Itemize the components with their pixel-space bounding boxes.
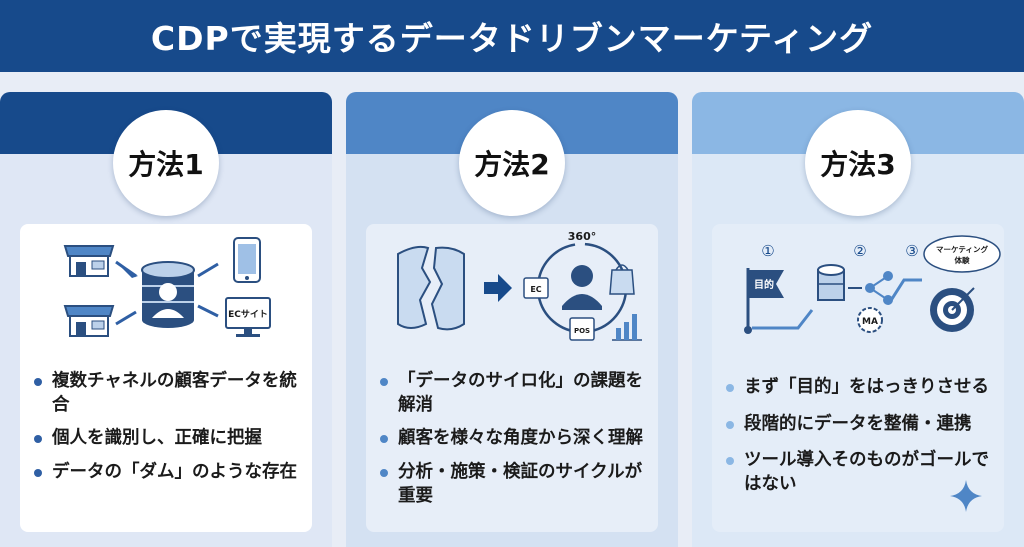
step-number: ①	[761, 242, 774, 260]
list-item: まず「目的」をはっきりさせる	[724, 376, 996, 400]
ec-monitor-icon: ECサイト	[225, 297, 271, 337]
list-item: 段階的にデータを整備・連携	[724, 413, 996, 437]
bubble-text: マーケティング	[936, 244, 988, 254]
customer-360-illustration: 360° EC POS	[397, 230, 642, 341]
share-icon	[865, 271, 893, 305]
goal-label: 目的	[754, 278, 774, 291]
path-line	[888, 278, 922, 303]
ec-site-label: ECサイト	[228, 309, 268, 320]
bullet-icon	[34, 378, 42, 386]
method-column-2: 方法2 360° EC POS	[346, 92, 678, 547]
arrow-right-icon	[484, 274, 512, 302]
step-number: ③	[905, 242, 918, 260]
smartphone-icon	[233, 237, 261, 283]
page-title: CDPで実現するデータドリブンマーケティング	[0, 0, 1024, 72]
list-item: 個人を識別し、正確に把握	[32, 427, 304, 451]
ec-label: EC	[530, 285, 541, 294]
list-item: 「データのサイロ化」の課題を解消	[378, 370, 650, 417]
method-badge: 方法3	[805, 110, 911, 216]
store-icon	[63, 305, 115, 337]
bullet-icon	[380, 468, 388, 477]
list-item: ツール導入そのものがゴールではない	[724, 449, 996, 496]
database-icon	[817, 264, 845, 301]
bullet-icon	[34, 435, 42, 444]
target-icon	[930, 287, 975, 332]
bullet-icon	[726, 457, 734, 466]
method-badge: 方法1	[113, 110, 219, 216]
bullet-icon	[34, 468, 42, 477]
arrow-icon	[115, 260, 219, 326]
ma-label: MA	[862, 317, 878, 327]
store-icon	[63, 245, 115, 277]
bubble-text: 体験	[955, 255, 970, 265]
point-list: 複数チャネルの顧客データを統合 個人を識別し、正確に把握 データの「ダム」のよう…	[32, 370, 304, 495]
point-list: 「データのサイロ化」の課題を解消 顧客を様々な角度から深く理解 分析・施策・検証…	[378, 370, 650, 518]
list-item: 複数チャネルの顧客データを統合	[32, 370, 304, 417]
step-number: ②	[853, 242, 866, 260]
bullet-icon	[726, 420, 734, 429]
bullet-icon	[726, 384, 734, 392]
bullet-icon	[380, 378, 388, 386]
point-list: まず「目的」をはっきりさせる 段階的にデータを整備・連携 ツール導入そのものがゴ…	[724, 376, 996, 510]
view-360-label: 360°	[568, 230, 596, 243]
list-item: データの「ダム」のような存在	[32, 461, 304, 485]
data-integration-illustration: ECサイト	[63, 237, 271, 337]
method-column-3: 方法3 ① ② ③ 目的	[692, 92, 1024, 547]
bullet-icon	[380, 435, 388, 444]
step-roadmap-illustration: ① ② ③ 目的	[744, 235, 1001, 334]
goal-flag-icon: 目的	[744, 268, 784, 334]
pos-label: POS	[574, 327, 590, 335]
shopping-bag-icon	[609, 264, 635, 295]
method-card: 360° EC POS 「データのサイロ化」の課題を解消 顧客を様々な角度	[366, 224, 658, 532]
method-card: ① ② ③ 目的	[712, 224, 1004, 532]
gear-icon: MA	[857, 307, 883, 333]
bar-chart-icon	[612, 314, 642, 341]
method-card: ECサイト 複数チャネルの顧客データを統合 個人を識別し、正	[20, 224, 312, 532]
method-column-1: 方法1	[0, 92, 332, 547]
list-item: 分析・施策・検証のサイクルが重要	[378, 461, 650, 508]
path-line	[752, 309, 814, 330]
broken-silo-icon	[397, 245, 465, 331]
list-item: 顧客を様々な角度から深く理解	[378, 427, 650, 451]
method-badge: 方法2	[459, 110, 565, 216]
speech-bubble-icon: マーケティング 体験	[923, 235, 1001, 273]
sparkle-icon	[950, 480, 982, 512]
customer-database-icon	[141, 261, 195, 328]
